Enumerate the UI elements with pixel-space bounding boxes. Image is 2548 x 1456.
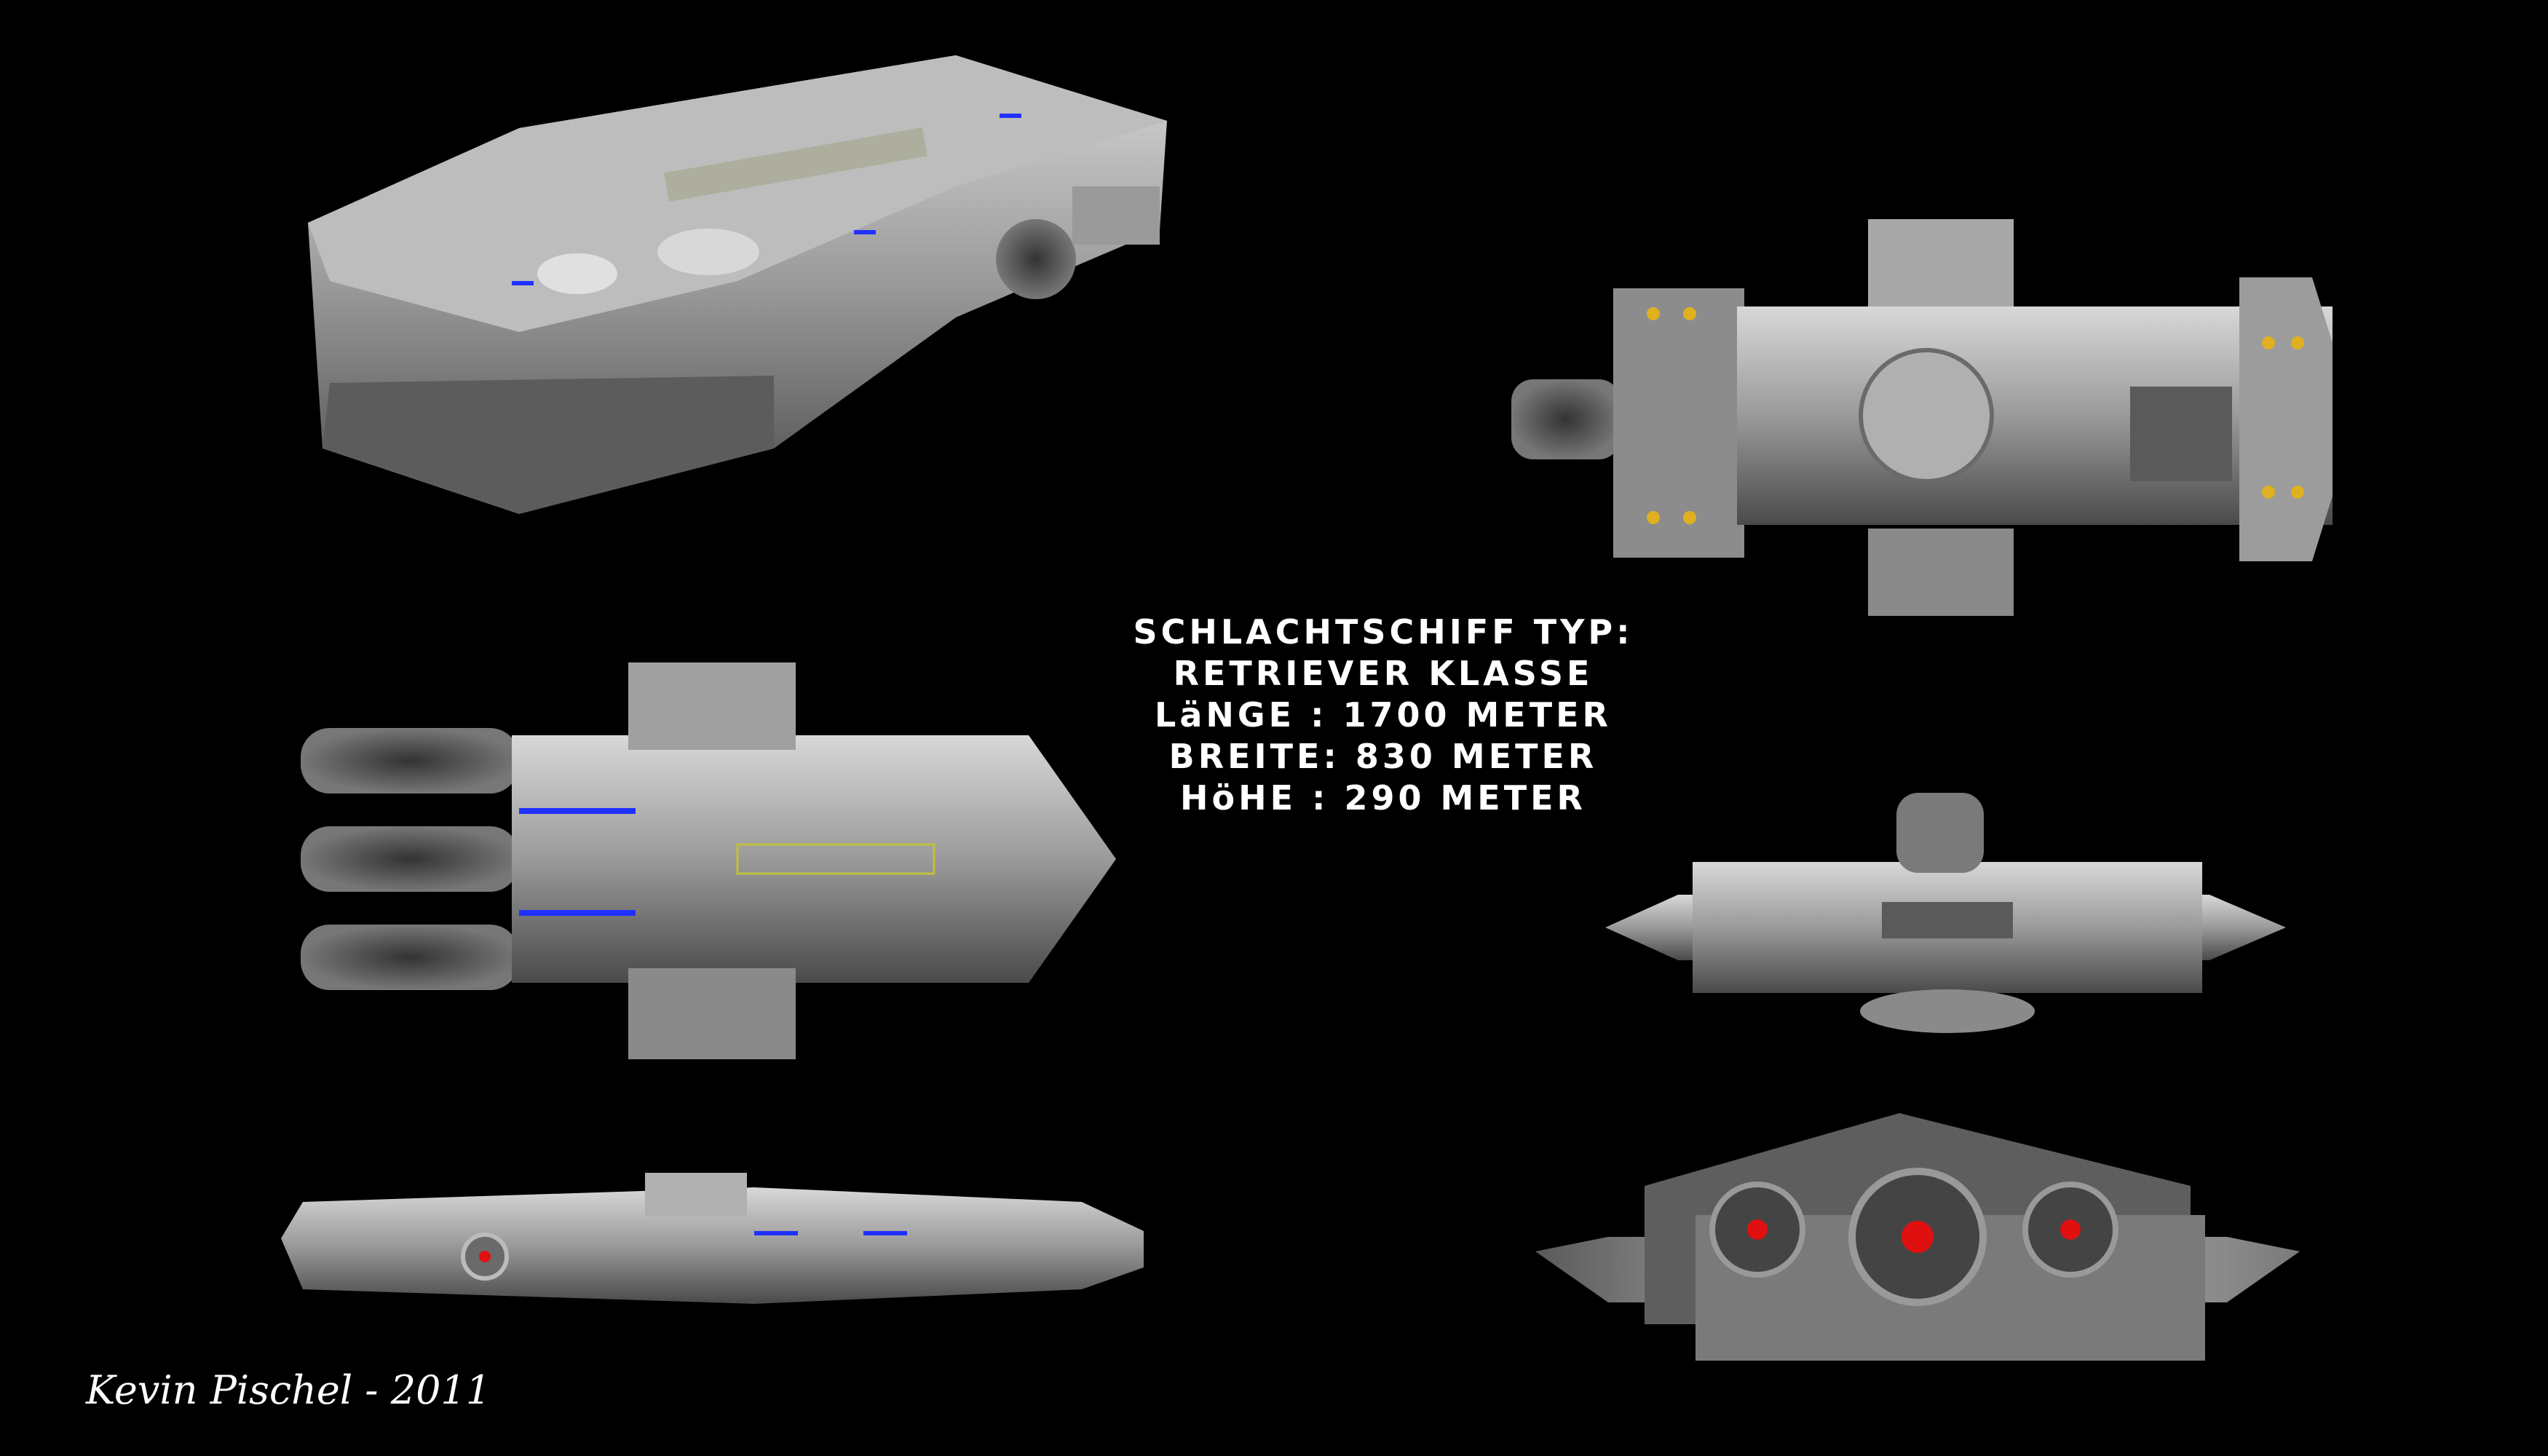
ship-perspective-view <box>308 55 1167 514</box>
spec-class: RETRIEVER KLASSE <box>1173 654 1594 693</box>
artist-signature: Kevin Pischel - 2011 <box>86 1367 491 1413</box>
ship-front-view <box>1605 793 2286 1033</box>
engine-icon <box>1709 1168 2118 1306</box>
spec-width: BREITE: 830 METER <box>1168 737 1598 776</box>
ship-rear-view <box>1535 1113 2300 1361</box>
spec-height: HöHE : 290 METER <box>1180 778 1586 818</box>
ship-side-view <box>281 1173 1144 1304</box>
ship-top-view-right <box>1511 219 2333 616</box>
ship-specifications: SCHLACHTSCHIFF TYP: RETRIEVER KLASSE LäN… <box>1121 612 1645 819</box>
ship-top-view-left <box>301 662 1116 1059</box>
spec-type: SCHLACHTSCHIFF TYP: <box>1133 612 1634 652</box>
spec-length: LäNGE : 1700 METER <box>1155 695 1612 735</box>
